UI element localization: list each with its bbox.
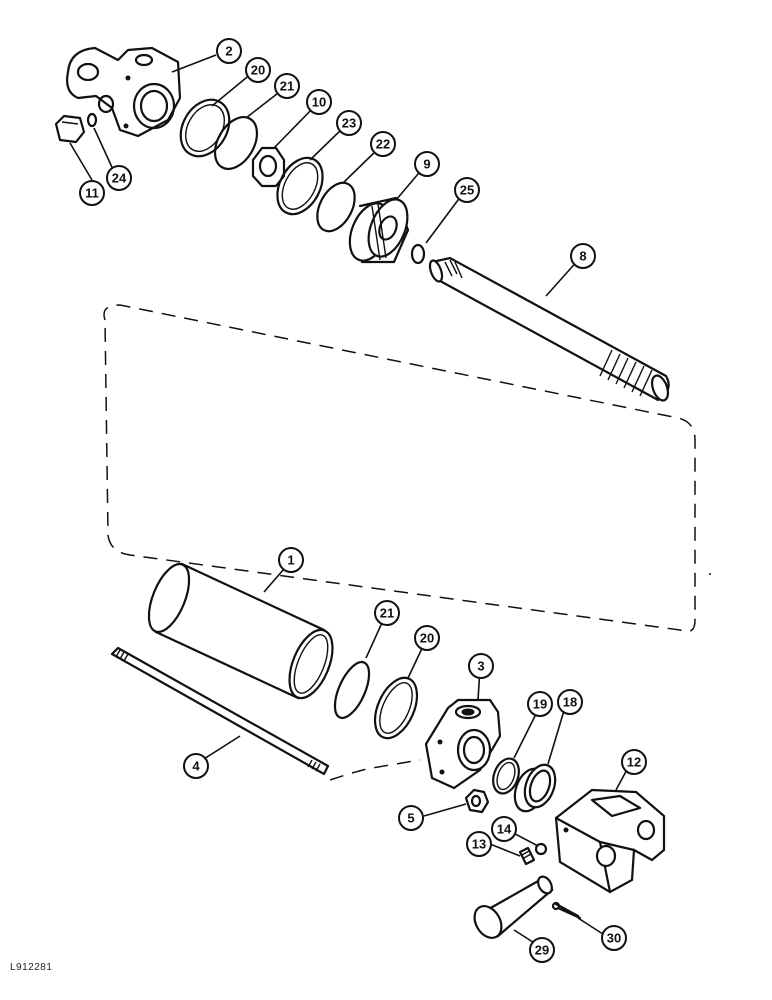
callout-14: 14	[491, 816, 517, 842]
tie-rod-nut-part	[464, 788, 490, 814]
piston-nut-part	[251, 146, 286, 188]
svg-text:3: 3	[477, 659, 484, 674]
o-ring-rod-part	[410, 243, 426, 265]
callout-9: 9	[414, 151, 440, 177]
o-ring-piston-part	[316, 181, 356, 233]
piston-part	[348, 196, 410, 264]
svg-text:1: 1	[287, 553, 294, 568]
assembly-path-dashed	[103, 304, 696, 633]
callout-11: 11	[79, 180, 105, 206]
svg-text:9: 9	[423, 157, 430, 172]
callout-13: 13	[466, 831, 492, 857]
head-end-cap-part	[66, 46, 182, 138]
wiper-seal-part	[513, 763, 557, 813]
svg-text:12: 12	[627, 755, 641, 770]
svg-text:23: 23	[342, 116, 356, 131]
svg-text:2: 2	[225, 44, 232, 59]
svg-text:22: 22	[376, 137, 390, 152]
cotter-pin-part	[551, 901, 582, 920]
margin-mark	[709, 573, 711, 575]
set-screw-part	[518, 846, 536, 866]
callout-21-upper: 21	[274, 73, 300, 99]
callout-12: 12	[621, 749, 647, 775]
callout-21-lower: 21	[374, 600, 400, 626]
rod-seal-inner	[496, 761, 516, 791]
clevis-part	[554, 788, 666, 894]
plug-part	[54, 114, 86, 144]
base-end-cap-part	[424, 698, 502, 790]
callout-20-lower: 20	[414, 625, 440, 651]
svg-text:14: 14	[497, 822, 512, 837]
assembly-path-lower-dashed	[329, 759, 421, 781]
cylinder-tube-part	[147, 562, 334, 700]
svg-text:18: 18	[563, 695, 577, 710]
o-ring-lower-part	[333, 660, 371, 720]
callout-18: 18	[557, 689, 583, 715]
svg-text:5: 5	[407, 811, 414, 826]
backup-ring-piston-inner	[281, 162, 319, 210]
callout-5: 5	[398, 805, 424, 831]
callout-24: 24	[106, 165, 132, 191]
svg-text:24: 24	[112, 171, 127, 186]
svg-text:21: 21	[280, 79, 294, 94]
svg-text:4: 4	[192, 759, 200, 774]
svg-text:25: 25	[460, 183, 474, 198]
callout-22: 22	[370, 131, 396, 157]
callout-23: 23	[336, 110, 362, 136]
callout-10: 10	[306, 89, 332, 115]
clevis-pin-part	[473, 875, 554, 939]
svg-text:30: 30	[607, 931, 621, 946]
svg-text:29: 29	[535, 943, 549, 958]
callout-20-upper: 20	[245, 57, 271, 83]
backup-ring-lower-part	[373, 676, 419, 740]
callout-3: 3	[468, 653, 494, 679]
check-ball-part	[534, 842, 548, 856]
svg-text:20: 20	[251, 63, 265, 78]
callout-2: 2	[216, 38, 242, 64]
svg-text:13: 13	[472, 837, 486, 852]
rod-seal-part	[492, 757, 520, 795]
callout-25: 25	[454, 177, 480, 203]
svg-text:19: 19	[533, 697, 547, 712]
o-ring-upper-part	[213, 116, 259, 170]
tie-rod-part	[110, 646, 330, 776]
callout-30: 30	[601, 925, 627, 951]
callout-1: 1	[278, 547, 304, 573]
svg-text:21: 21	[380, 606, 394, 621]
piston-rod-part	[428, 256, 670, 402]
backup-ring-lower-inner	[379, 682, 413, 734]
o-ring-small-part	[86, 112, 98, 128]
callout-4: 4	[183, 753, 209, 779]
drawing-reference-id: L912281	[10, 962, 53, 973]
svg-text:8: 8	[579, 249, 586, 264]
svg-text:20: 20	[420, 631, 434, 646]
callout-19: 19	[527, 691, 553, 717]
svg-text:11: 11	[85, 186, 99, 201]
callout-8: 8	[570, 243, 596, 269]
backup-ring-upper-part	[179, 98, 231, 158]
svg-text:10: 10	[312, 95, 326, 110]
backup-ring-piston-part	[276, 156, 324, 216]
callout-29: 29	[529, 937, 555, 963]
leader-lines	[69, 54, 631, 945]
